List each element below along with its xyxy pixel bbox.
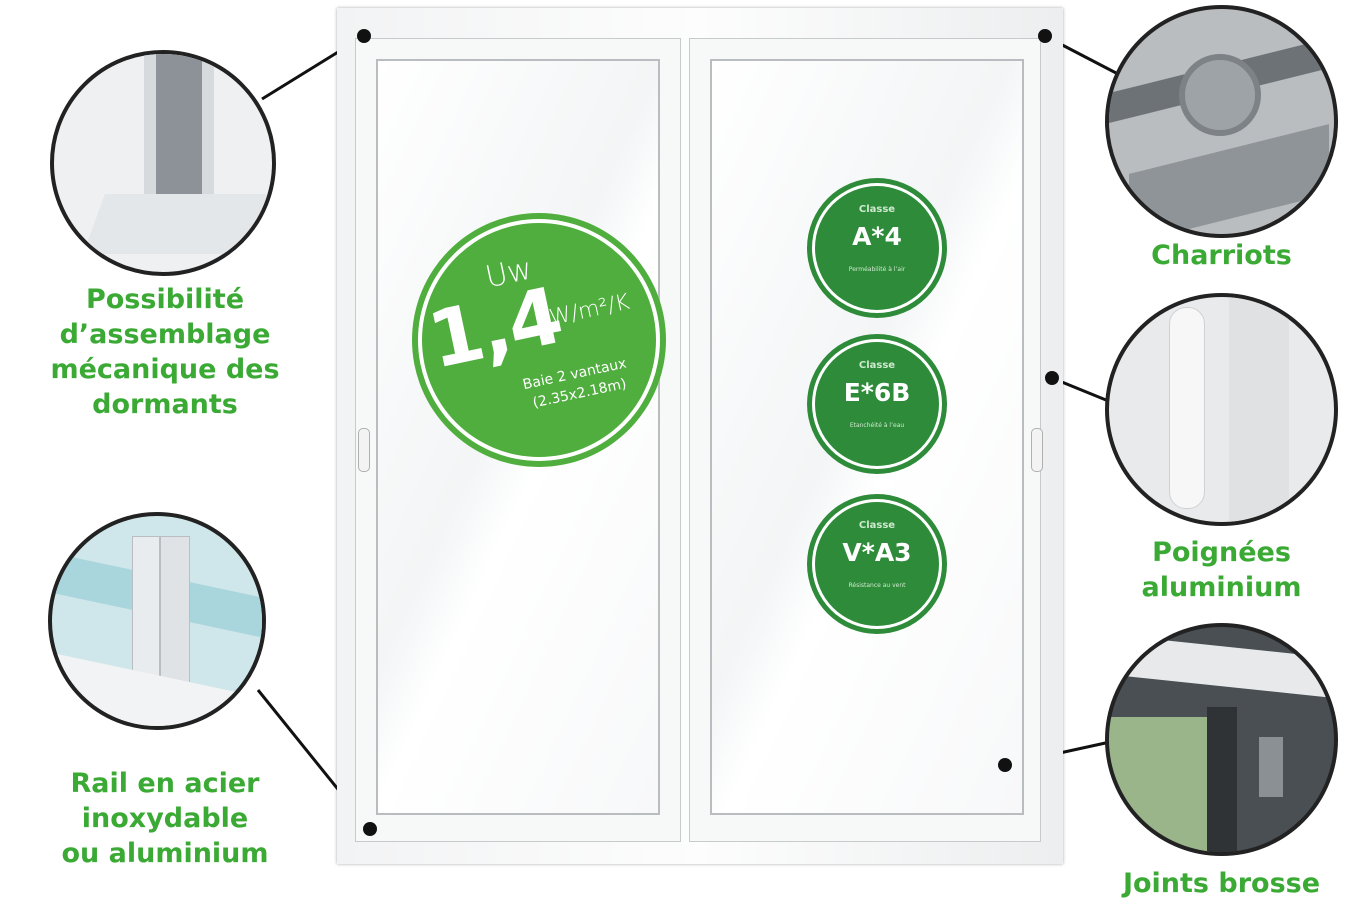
feature-label-rail: Rail en acier inoxydable ou aluminium xyxy=(61,768,269,869)
right-handle[interactable] xyxy=(1031,428,1043,472)
class-desc: Etanchéité à l’eau xyxy=(849,422,905,429)
feature-label-assembly: Possibilité d’assemblage mécanique des d… xyxy=(50,284,280,420)
uw-unit: W/m²/K xyxy=(547,289,632,332)
class-badge-air: Classe A*4 Perméabilité à l’air xyxy=(807,178,947,318)
class-badge-water: Classe E*6B Etanchéité à l’eau xyxy=(807,334,947,474)
connector-dot xyxy=(1045,371,1059,385)
feature-label-seals: Joints brosse xyxy=(1122,868,1321,899)
uw-value: 1,4 xyxy=(420,271,569,387)
class-code: A*4 xyxy=(852,222,902,251)
connector-dot xyxy=(1038,29,1052,43)
class-label: Classe xyxy=(858,360,896,371)
handle-detail-photo xyxy=(1105,293,1338,526)
class-label: Classe xyxy=(858,520,896,531)
feature-label-carriages: Charriots xyxy=(1151,240,1292,271)
class-code: E*6B xyxy=(843,378,911,407)
feature-label-handles: Poignées aluminium xyxy=(1141,537,1302,603)
connector-dot xyxy=(998,758,1012,772)
connector-dot xyxy=(357,29,371,43)
left-handle[interactable] xyxy=(358,428,370,472)
uw-badge: Uw 1,4 W/m²/K Baie 2 vantaux (2.35x2.18m… xyxy=(412,213,666,467)
class-label: Classe xyxy=(858,204,896,215)
class-code: V*A3 xyxy=(842,538,912,567)
class-desc: Résistance au vent xyxy=(848,582,906,589)
connector-dot xyxy=(363,822,377,836)
rail-detail-photo xyxy=(48,512,266,730)
assembly-detail-photo xyxy=(50,50,276,276)
class-desc: Perméabilité à l’air xyxy=(848,266,906,273)
brush-seal-detail-photo xyxy=(1105,623,1338,856)
carriage-detail-photo xyxy=(1105,5,1338,238)
class-badge-wind: Classe V*A3 Résistance au vent xyxy=(807,494,947,634)
uw-badge-inner: Uw 1,4 W/m²/K Baie 2 vantaux (2.35x2.18m… xyxy=(420,223,656,457)
